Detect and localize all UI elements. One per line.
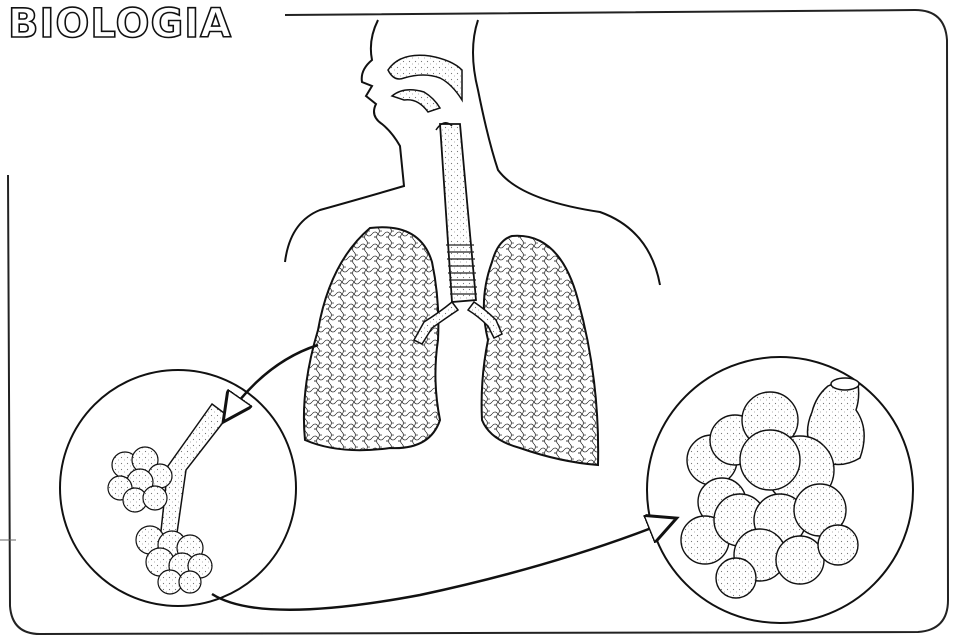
page-title: BIOLOGIA [8,2,232,46]
right-lung [482,236,599,465]
bronchiole-detail [60,370,296,606]
alveoli-detail [647,357,913,623]
nasal-cavity [388,55,462,112]
trachea [436,123,477,302]
